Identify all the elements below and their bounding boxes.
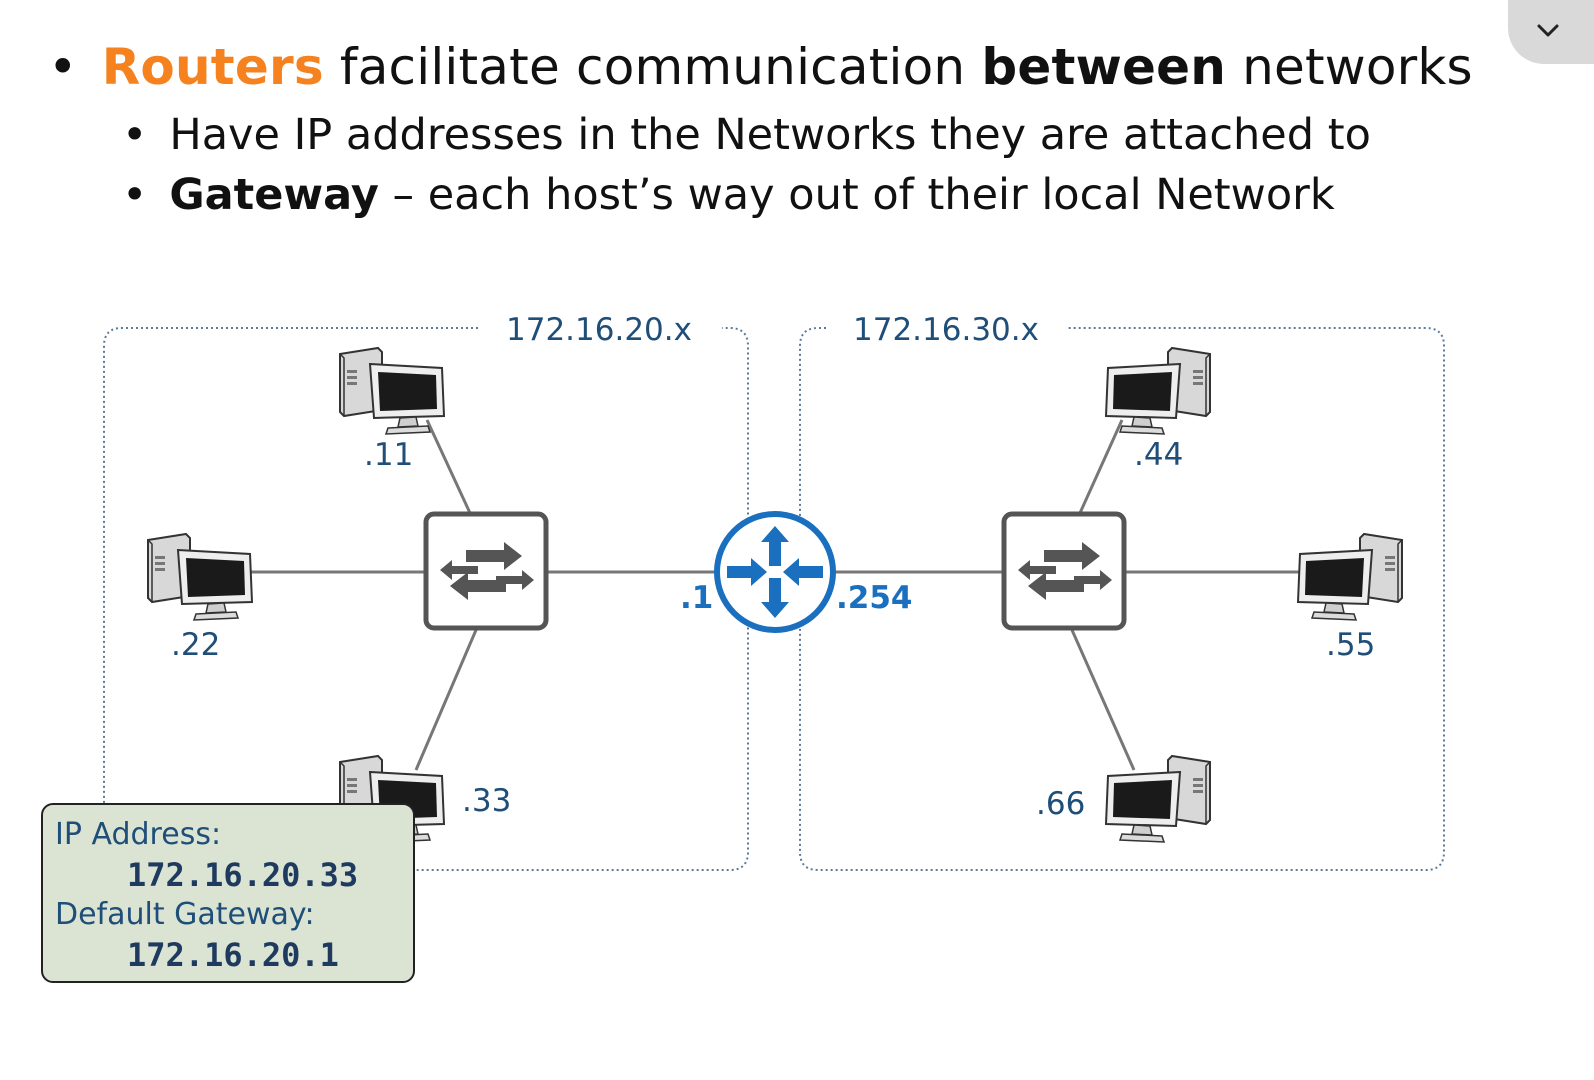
link-switch-host-33 xyxy=(414,629,478,771)
link-switch-host-44 xyxy=(1078,419,1124,514)
bullet-text: Have IP addresses in the Networks they a… xyxy=(169,110,1371,160)
right-network-label: 172.16.30.x xyxy=(853,312,1039,348)
computer-host-22-icon xyxy=(147,533,253,621)
routers-highlight: Routers xyxy=(101,38,324,96)
bullet-text: networks xyxy=(1226,38,1473,96)
computer-host-55-icon xyxy=(1297,533,1403,621)
host-label-22: .22 xyxy=(171,627,220,663)
left-network-boundary xyxy=(103,327,749,871)
default-gateway-label: Default Gateway: xyxy=(55,897,315,932)
bullet-marker: • xyxy=(122,110,148,160)
host-label-55: .55 xyxy=(1326,627,1375,663)
ip-address-value: 172.16.20.33 xyxy=(127,856,359,894)
bullet-text: – each host’s way out of their local Net… xyxy=(378,170,1335,220)
host-label-11: .11 xyxy=(364,437,413,473)
bullet-gateway: • Gateway – each host’s way out of their … xyxy=(122,170,1335,220)
bullet-routers: • Routers facilitate communication betwee… xyxy=(48,38,1473,96)
router-icon xyxy=(714,511,836,633)
between-bold: between xyxy=(981,38,1226,96)
ip-address-label: IP Address: xyxy=(55,817,222,852)
link-switch-host-66 xyxy=(1070,629,1136,771)
network-links xyxy=(250,419,1300,771)
host-label-66: .66 xyxy=(1036,786,1085,822)
host-label-33: .33 xyxy=(462,783,511,819)
link-switch-host-11 xyxy=(425,419,472,514)
gateway-bold: Gateway xyxy=(169,170,379,220)
host-label-44: .44 xyxy=(1134,437,1183,473)
collapse-button[interactable] xyxy=(1508,0,1594,64)
left-network-label: 172.16.20.x xyxy=(506,312,692,348)
bullet-marker: • xyxy=(122,170,148,220)
router-interface-left-label: .1 xyxy=(680,580,713,616)
left-switch-icon xyxy=(426,514,546,628)
host-info-box: IP Address: 172.16.20.33 Default Gateway… xyxy=(41,803,415,983)
computer-host-66-icon xyxy=(1105,755,1211,843)
bullet-ip-addresses: • Have IP addresses in the Networks they … xyxy=(122,110,1371,160)
bullet-text: facilitate communication xyxy=(323,38,982,96)
right-switch-icon xyxy=(1004,514,1124,628)
chevron-down-icon xyxy=(1537,24,1559,37)
router-interface-right-label: .254 xyxy=(836,580,913,616)
right-network-boundary xyxy=(799,327,1445,871)
default-gateway-value: 172.16.20.1 xyxy=(127,936,339,974)
bullet-marker: • xyxy=(48,38,78,96)
